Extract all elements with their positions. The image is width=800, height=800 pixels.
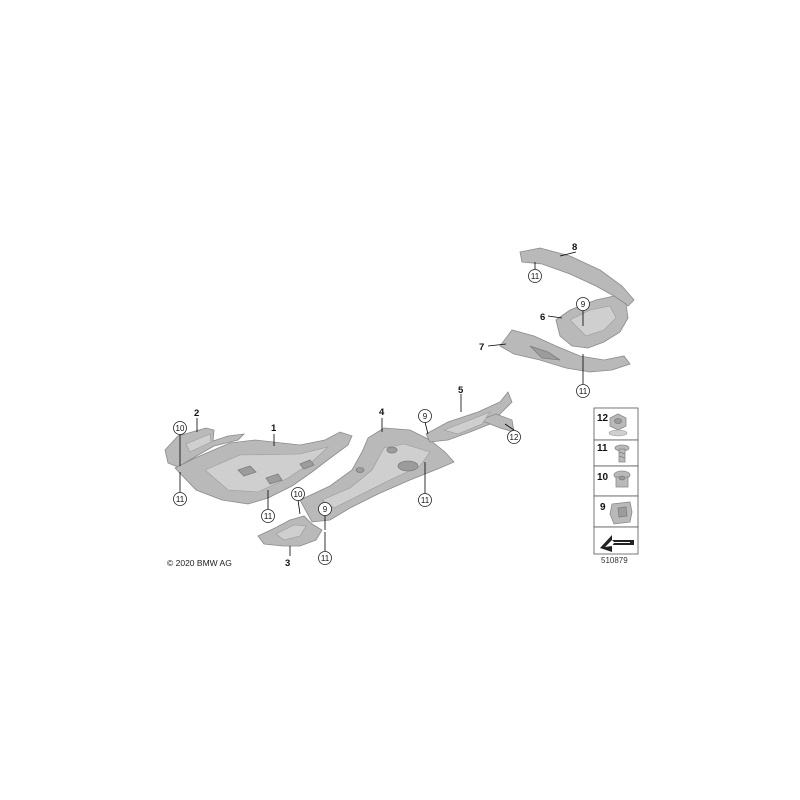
direction-arrow-icon bbox=[600, 535, 634, 552]
svg-text:11: 11 bbox=[421, 496, 430, 505]
svg-text:10: 10 bbox=[294, 490, 303, 499]
svg-text:9: 9 bbox=[581, 300, 586, 309]
callout-9-mid: 9 bbox=[418, 409, 432, 423]
part-6-shape bbox=[555, 295, 629, 349]
clip-nut-icon bbox=[613, 470, 631, 488]
callout-9-top: 9 bbox=[576, 297, 590, 311]
callout-10-left: 10 bbox=[173, 421, 187, 435]
diagram-id: 510879 bbox=[601, 556, 628, 565]
callout-11-top: 11 bbox=[528, 269, 542, 283]
svg-text:9: 9 bbox=[423, 412, 428, 421]
hex-nut-icon bbox=[608, 413, 628, 437]
callout-11-center-left: 11 bbox=[261, 509, 275, 523]
legend-label-12: 12 bbox=[597, 413, 609, 424]
part-label-3: 3 bbox=[285, 558, 290, 569]
copyright-text: © 2020 BMW AG bbox=[167, 558, 232, 568]
spring-nut-icon bbox=[609, 501, 633, 525]
svg-text:11: 11 bbox=[579, 387, 588, 396]
part-1-shape bbox=[174, 431, 353, 505]
svg-text:10: 10 bbox=[176, 424, 185, 433]
part-4-shape bbox=[299, 427, 455, 523]
callout-9-center: 9 bbox=[318, 502, 332, 516]
part-numbers: 1 2 3 4 5 6 7 8 bbox=[194, 242, 577, 569]
callout-11-left: 11 bbox=[173, 492, 187, 506]
part-label-7: 7 bbox=[479, 342, 484, 353]
part-7-shape bbox=[499, 329, 631, 373]
svg-text:11: 11 bbox=[176, 495, 185, 504]
part-label-8: 8 bbox=[572, 242, 577, 253]
part-label-4: 4 bbox=[379, 407, 385, 418]
part-label-2: 2 bbox=[194, 408, 199, 419]
part-label-5: 5 bbox=[458, 385, 464, 396]
svg-text:11: 11 bbox=[321, 554, 330, 563]
callout-10-center: 10 bbox=[291, 487, 305, 501]
callout-11-right: 11 bbox=[576, 384, 590, 398]
legend-label-11: 11 bbox=[597, 443, 608, 454]
callout-circles: 10 11 11 10 9 11 9 11 bbox=[173, 269, 590, 565]
svg-text:11: 11 bbox=[264, 512, 273, 521]
callout-12-mid: 12 bbox=[507, 430, 521, 444]
part-label-6: 6 bbox=[540, 312, 545, 323]
svg-text:11: 11 bbox=[531, 272, 540, 281]
legend-label-10: 10 bbox=[597, 472, 609, 483]
callout-11-bottom: 11 bbox=[318, 551, 332, 565]
legend-label-9: 9 bbox=[600, 502, 606, 513]
svg-text:12: 12 bbox=[510, 433, 519, 442]
part-8-shape bbox=[519, 247, 635, 307]
leader-lines bbox=[179, 251, 584, 556]
fastener-legend: 12 11 10 9 bbox=[593, 407, 639, 555]
screw-icon bbox=[614, 444, 630, 463]
svg-text:9: 9 bbox=[323, 505, 328, 514]
callout-11-mid: 11 bbox=[418, 493, 432, 507]
part-3-shape bbox=[257, 515, 323, 547]
part-5-shape bbox=[425, 391, 515, 443]
part-label-1: 1 bbox=[271, 423, 277, 434]
